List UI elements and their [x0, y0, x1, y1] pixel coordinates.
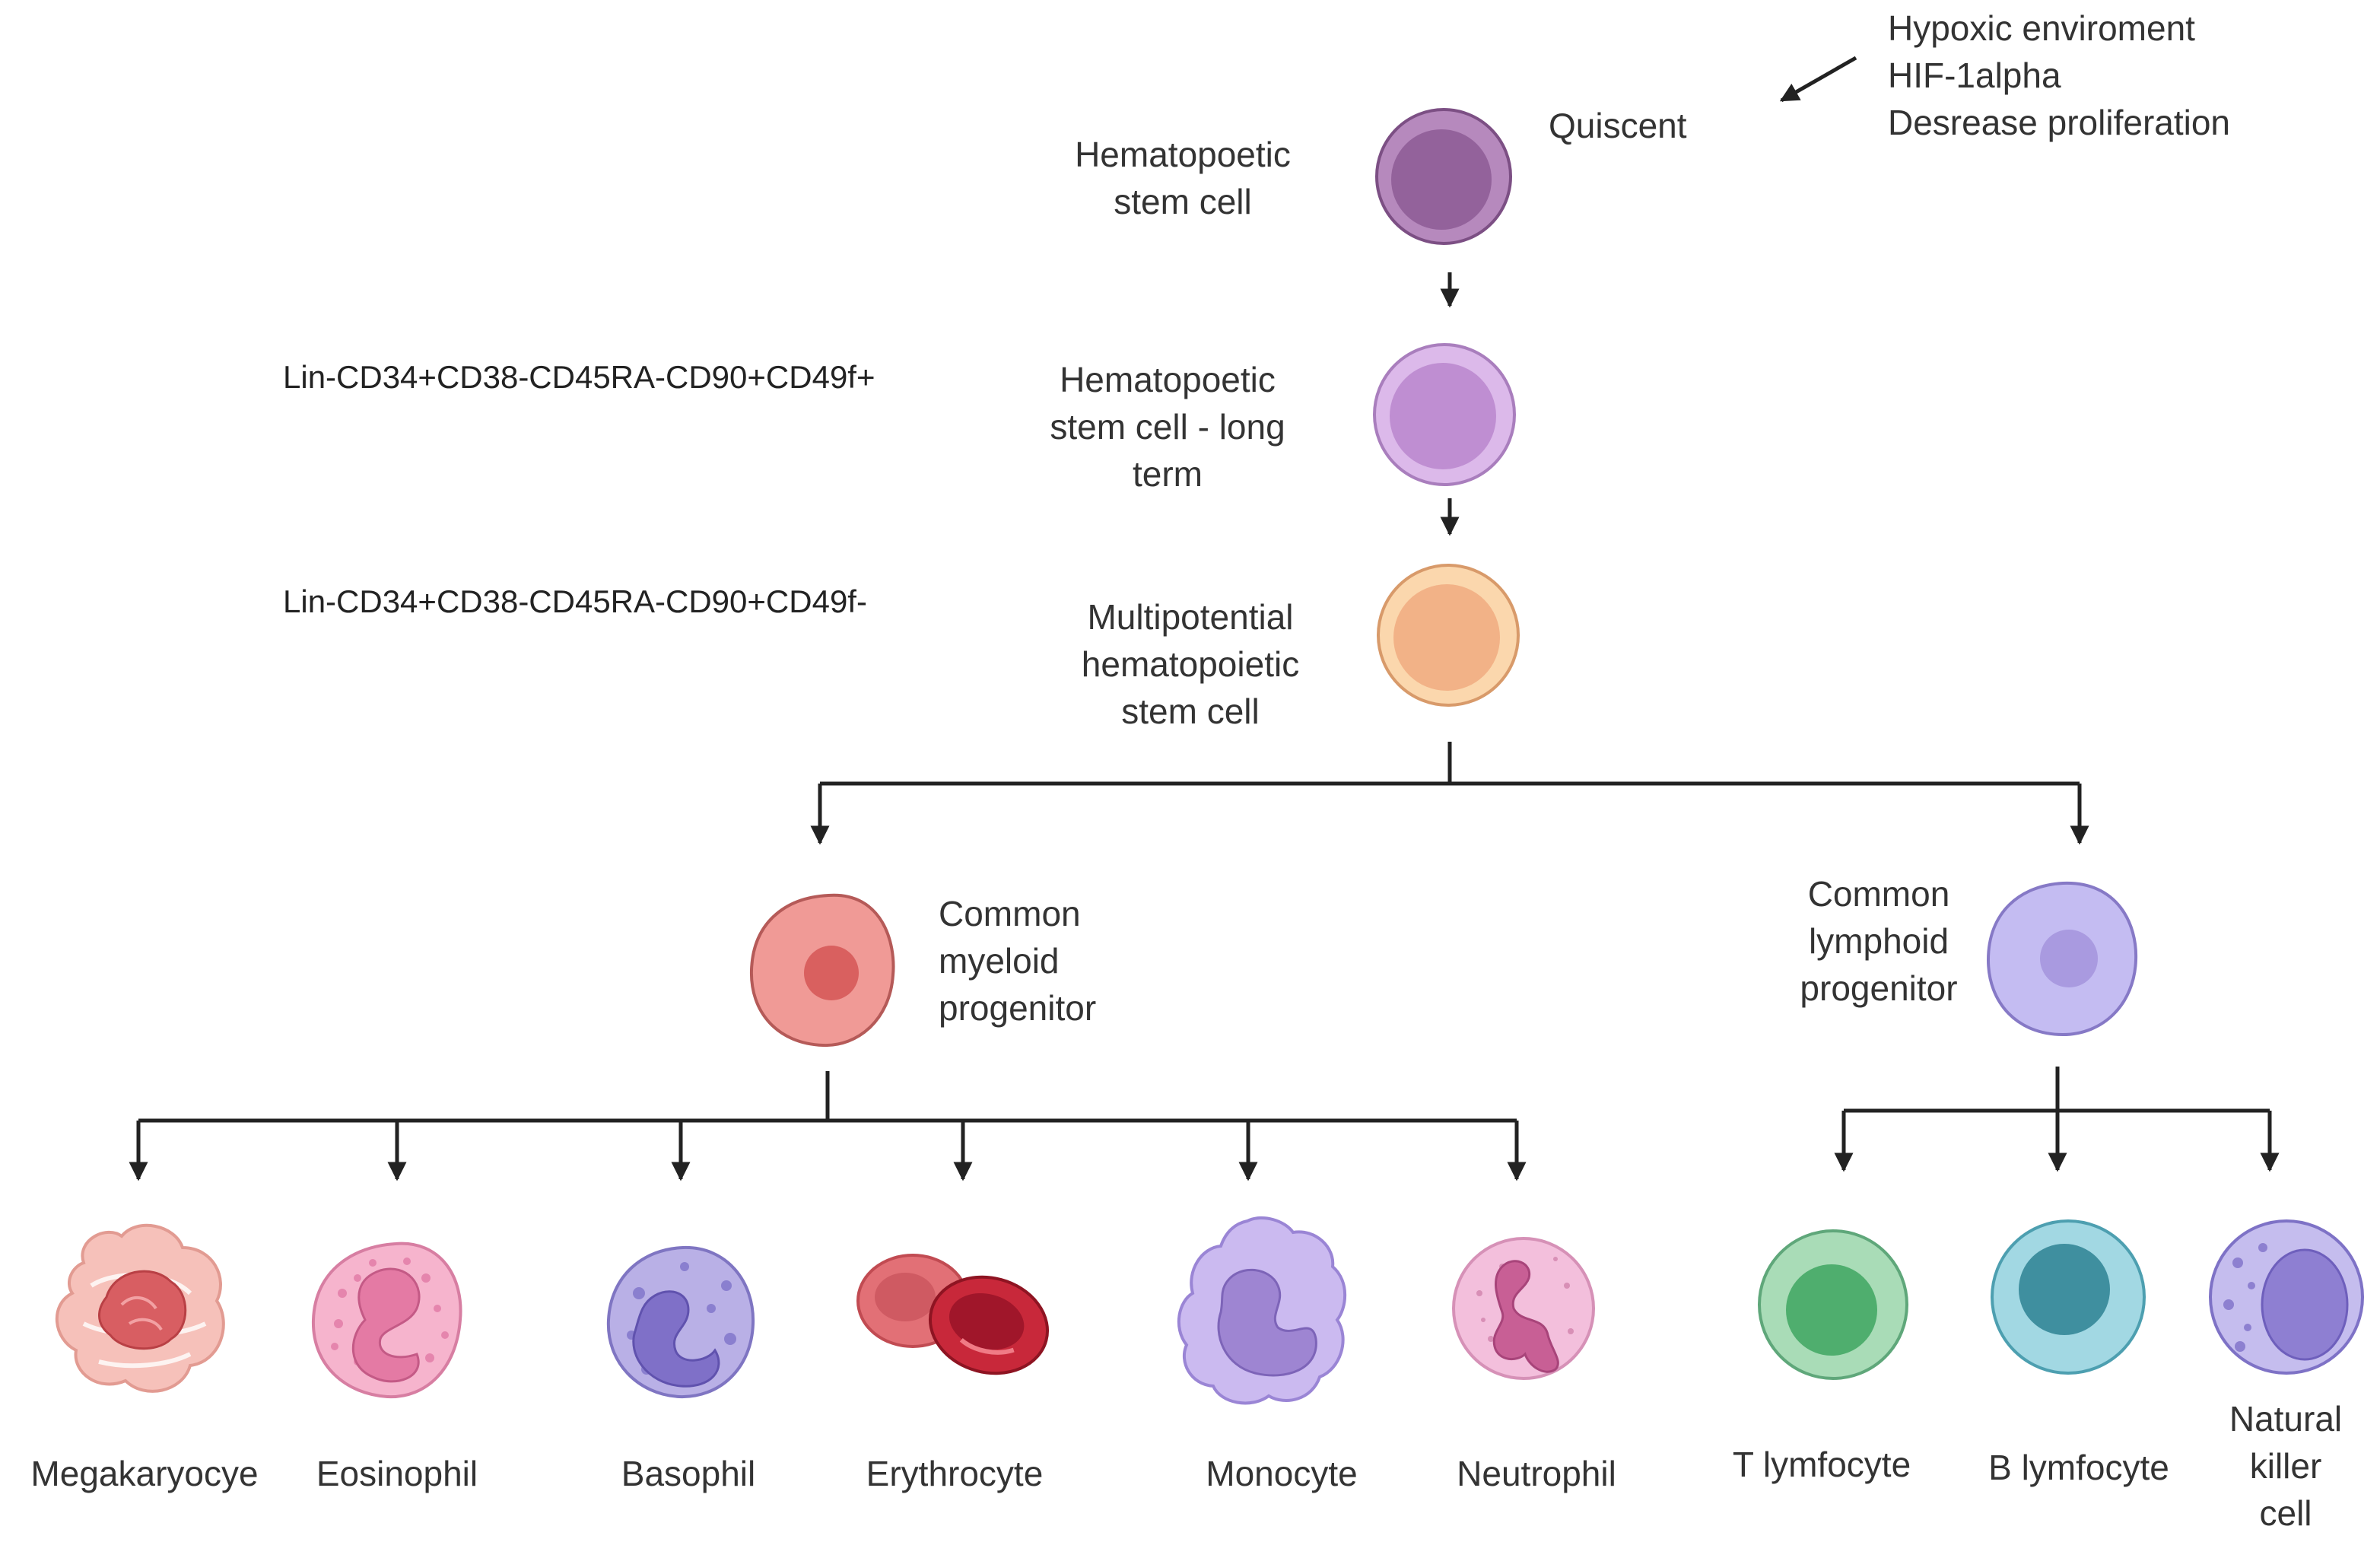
branch-clp [1844, 1067, 2270, 1113]
nk-cell-icon [2209, 1219, 2364, 1375]
hsc-cell-icon [1375, 108, 1512, 245]
clp-label-line-1: Common [1807, 874, 1950, 914]
t-lymphocyte-cell-icon [1758, 1229, 1908, 1380]
mpp-label-line-2: hematopoietic [1081, 644, 1300, 684]
arrow-hypoxic [1779, 56, 1857, 103]
lt-hsc-label-line-3: term [1133, 454, 1203, 494]
eosinophil-label: Eosinophil [316, 1454, 478, 1493]
lt-hsc-marker: Lin-CD34+CD38-CD45RA-CD90+CD49f+ [283, 359, 875, 395]
hsc-label: Hematopoetic stem cell [1012, 131, 1354, 225]
t-lymphocyte-label: T lymfocyte [1732, 1445, 1911, 1484]
eosinophil-cell-icon [311, 1242, 462, 1399]
cmp-cell-icon [749, 893, 895, 1048]
neutrophil-cell-icon [1452, 1237, 1595, 1380]
cmp-label: Common myeloid progenitor [939, 890, 1096, 1032]
branch-mpp [820, 742, 2080, 786]
mpp-marker: Lin-CD34+CD38-CD45RA-CD90+CD49f- [283, 583, 867, 619]
connectors [129, 56, 2280, 1181]
hsc-label-line-1: Hematopoetic [1075, 135, 1291, 174]
hypoxic-note-line-3: Desrease proliferation [1888, 103, 2231, 142]
lt-hsc-cell-icon [1373, 343, 1516, 486]
lt-hsc-label-line-2: stem cell - long [1050, 407, 1285, 447]
cmp-label-line-3: progenitor [939, 988, 1097, 1028]
cmp-label-line-1: Common [939, 894, 1081, 933]
mpp-label: Multipotential hematopoietic stem cell [1019, 593, 1362, 735]
b-lymphocyte-cell-icon [1991, 1219, 2146, 1375]
branch-cmp [138, 1071, 1517, 1123]
lt-hsc-label: Hematopoetic stem cell - long term [996, 356, 1339, 498]
basophil-label: Basophil [621, 1454, 756, 1493]
basophil-cell-icon [606, 1245, 755, 1399]
mpp-cell-icon [1377, 564, 1520, 707]
b-lymphocyte-label: B lymfocyte [1988, 1448, 2169, 1487]
megakaryocyte-cell-icon [55, 1223, 225, 1393]
monocyte-cell-icon [1177, 1216, 1347, 1405]
erythrocyte-label: Erythrocyte [866, 1454, 1044, 1493]
quiscent-label: Quiscent [1549, 106, 1687, 145]
megakaryocyte-label: Megakaryocye [30, 1454, 259, 1493]
lt-hsc-label-line-1: Hematopoetic [1060, 360, 1276, 399]
nk-cell-label-line-3: cell [2259, 1493, 2312, 1533]
hypoxic-note: Hypoxic enviroment HIF-1alpha Desrease p… [1888, 5, 2230, 146]
hsc-label-line-2: stem cell [1114, 182, 1252, 221]
nk-cell-label-line-2: killer [2249, 1446, 2322, 1486]
monocyte-label: Monocyte [1206, 1454, 1358, 1493]
nk-cell-label-line-1: Natural [2229, 1399, 2343, 1439]
clp-cell-icon [1986, 881, 2138, 1037]
cmp-label-line-2: myeloid [939, 941, 1060, 981]
hypoxic-note-line-1: Hypoxic enviroment [1888, 8, 2195, 48]
neutrophil-label: Neutrophil [1457, 1454, 1616, 1493]
erythrocyte-cell-icon [856, 1254, 1050, 1375]
mpp-label-line-1: Multipotential [1087, 597, 1294, 637]
nk-cell-label: Natural killer cell [2187, 1395, 2380, 1537]
clp-label-line-3: progenitor [1800, 968, 1958, 1008]
clp-label-line-2: lymphoid [1808, 921, 1949, 961]
hypoxic-note-line-2: HIF-1alpha [1888, 56, 2061, 95]
mpp-label-line-3: stem cell [1121, 692, 1260, 731]
clp-label: Common lymphoid progenitor [1727, 870, 2031, 1012]
